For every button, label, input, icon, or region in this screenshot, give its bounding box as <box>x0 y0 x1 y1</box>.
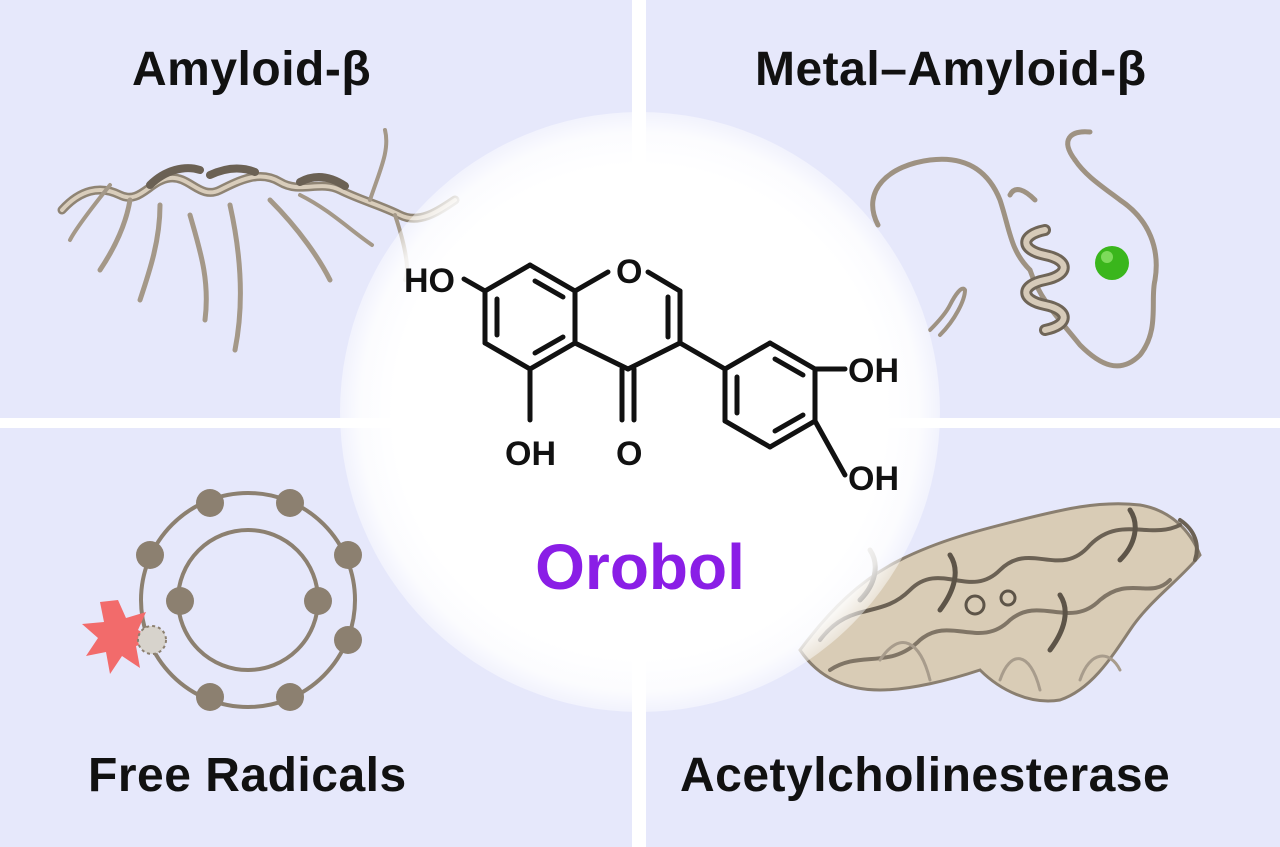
center-glow <box>340 112 940 712</box>
hydroxyl-7-label: HO <box>404 262 455 300</box>
unpaired-electron <box>137 625 167 655</box>
ring-oxygen-label: O <box>616 253 642 291</box>
carbonyl-oxygen-label: O <box>616 435 642 473</box>
free-radicals-label: Free Radicals <box>88 749 407 802</box>
hydroxyl-3prime-label: OH <box>848 352 899 390</box>
metal-amyloid-beta-label: Metal–Amyloid-β <box>755 43 1147 96</box>
orobol-title: Orobol <box>535 531 745 603</box>
hydroxyl-4prime-label: OH <box>848 460 899 498</box>
acetylcholinesterase-label: Acetylcholinesterase <box>680 749 1171 802</box>
hydroxyl-5-label: OH <box>505 435 556 473</box>
amyloid-beta-structure <box>57 128 460 353</box>
amyloid-beta-label: Amyloid-β <box>132 43 372 96</box>
radical-burst-icon <box>82 600 156 674</box>
acetylcholinesterase-structure <box>798 502 1202 703</box>
metal-amyloid-beta-structure <box>870 129 1159 369</box>
free-radicals-atom-diagram <box>82 489 362 711</box>
metal-ion-highlight <box>1101 251 1113 263</box>
